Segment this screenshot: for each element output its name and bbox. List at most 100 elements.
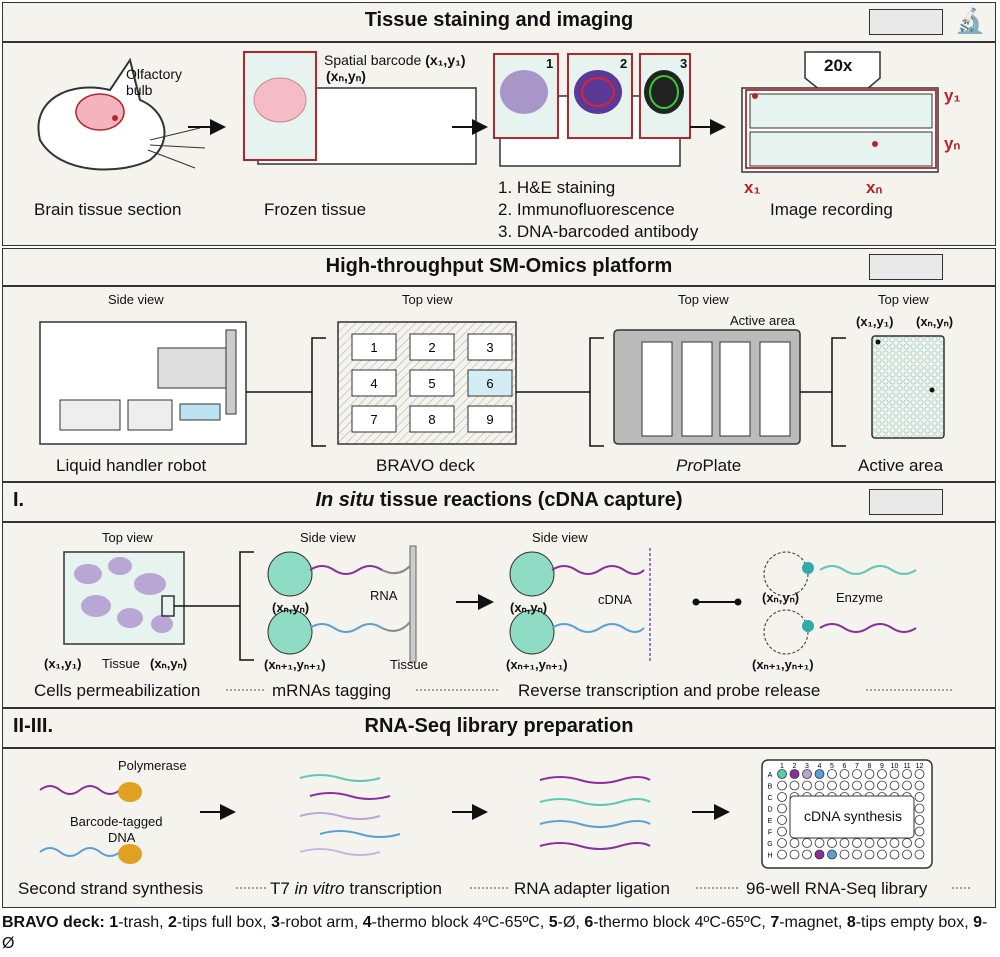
deck-slot-number: 4 (370, 376, 377, 391)
plate-column-label: 2 (793, 763, 797, 770)
plate-well (889, 849, 900, 860)
plate-well (889, 838, 900, 848)
plate-well (827, 769, 837, 779)
slide-grid-icon (869, 254, 943, 280)
polymerase-label: Polymerase (118, 758, 187, 773)
plate-column-label: 9 (880, 763, 884, 770)
mouse-head-illustration (37, 57, 206, 171)
plate-well (902, 780, 912, 791)
plate-well (914, 769, 925, 779)
plate-column-label: 6 (843, 763, 847, 770)
coord-xnyn: (xₙ,yₙ) (272, 600, 310, 615)
top-view-label: Top view (402, 292, 453, 307)
plate-row-label: D (767, 807, 772, 814)
legend-text: -thermo block 4ºC-65ºC, (593, 914, 771, 931)
second-strand-label: Second strand synthesis (18, 879, 204, 898)
deck-slot (409, 405, 455, 433)
section-title: Tissue staining and imaging (364, 9, 634, 31)
plate-well (802, 780, 812, 791)
legend-number: 8 (846, 914, 856, 931)
deck-slot-number: 2 (428, 340, 435, 355)
deck-slot (409, 333, 455, 361)
plate-well (852, 849, 862, 860)
plate-well (814, 780, 825, 791)
legend-text: -magnet, (779, 914, 847, 931)
plate-well (777, 838, 787, 848)
section-number: II-III. (13, 715, 53, 737)
t7-transcription-label: T7 in vitro transcription (270, 879, 442, 898)
plate-well (814, 769, 825, 779)
xn-label: xₙ (866, 178, 883, 197)
plate-well (864, 838, 875, 848)
cdna-label: cDNA (598, 592, 632, 607)
coord-xnyn: (xₙ,yₙ) (510, 600, 548, 615)
step-if: 2. Immunofluorescence (498, 200, 675, 219)
active-area-label: Active area (858, 456, 944, 475)
section-title: In situ tissue reactions (cDNA capture) (315, 489, 683, 511)
plate-column-label: 8 (868, 763, 872, 770)
liquid-handler-robot (39, 321, 247, 445)
coord-x1y1: (x₁,y₁) (856, 314, 894, 329)
second-strand-synthesis (39, 782, 142, 864)
plate-well (814, 838, 825, 848)
side-view-label: Side view (532, 530, 588, 545)
adapter-ligation-label: RNA adapter ligation (514, 879, 670, 898)
legend-number: 7 (770, 914, 780, 931)
legend-text: -tips empty box, (855, 914, 974, 931)
legend-number: 6 (584, 914, 594, 931)
plate-well (914, 803, 925, 814)
plate-column-label: 5 (830, 763, 834, 770)
plate-well (802, 849, 812, 860)
plate-well (777, 849, 787, 860)
plate-well (777, 815, 787, 825)
plate-column-label: 4 (818, 763, 822, 770)
plate-well (827, 838, 837, 848)
plate-well (827, 780, 837, 791)
plate-row-label: E (768, 818, 773, 825)
plate-well (914, 792, 925, 802)
plate-well (902, 769, 912, 779)
deck-slot-number: 9 (486, 412, 493, 427)
slide-grid-icon (869, 489, 943, 515)
deck-slot (467, 369, 513, 397)
section-header-library: II-III. RNA-Seq library preparation (2, 708, 996, 748)
rna-label: RNA (370, 588, 398, 603)
deck-slot (351, 405, 397, 433)
reverse-transcription-side-view (509, 548, 651, 662)
slide-number-1: 1 (546, 56, 554, 71)
deck-slot-number: 6 (486, 376, 493, 391)
barcode-dna-label: Barcode-tagged (70, 814, 163, 829)
deck-slot-number: 5 (428, 376, 435, 391)
plate-well (839, 780, 850, 791)
proplate-label: ProPlate (676, 456, 742, 475)
plate-column-label: 12 (916, 763, 924, 770)
plate-row-label: B (768, 784, 773, 791)
deck-slot-number: 3 (486, 340, 493, 355)
plate-well (902, 849, 912, 860)
plate-well (889, 780, 900, 791)
legend-number: 4 (362, 914, 372, 931)
plate-well (864, 849, 875, 860)
deck-slot-number: 7 (370, 412, 377, 427)
slide-grid-icon (869, 9, 943, 35)
cdna-synthesis-label: cDNA synthesis (804, 808, 903, 824)
library-label: 96-well RNA-Seq library (746, 879, 928, 898)
section-number: I. (13, 489, 25, 511)
legend-number: 2 (168, 914, 177, 931)
plate-well (914, 849, 925, 860)
plate-well (864, 769, 875, 779)
plate-well (864, 780, 875, 791)
side-view-label: Side view (300, 530, 356, 545)
plate-well (802, 769, 812, 779)
plate-row-label: G (767, 841, 772, 848)
yn-label: yₙ (944, 134, 961, 153)
plate-well (852, 769, 862, 779)
section-title: High-throughput SM-Omics platform (325, 255, 673, 277)
x1-label: x₁ (744, 178, 761, 197)
coord-xnyn: (xₙ,yₙ) (916, 314, 954, 329)
plate-well (877, 769, 887, 779)
plate-well (914, 780, 925, 791)
probe-release-side-view (763, 551, 917, 655)
adapter-ligated-rna (539, 776, 651, 850)
barcode-xnyn: (xₙ,yₙ) (326, 68, 366, 84)
